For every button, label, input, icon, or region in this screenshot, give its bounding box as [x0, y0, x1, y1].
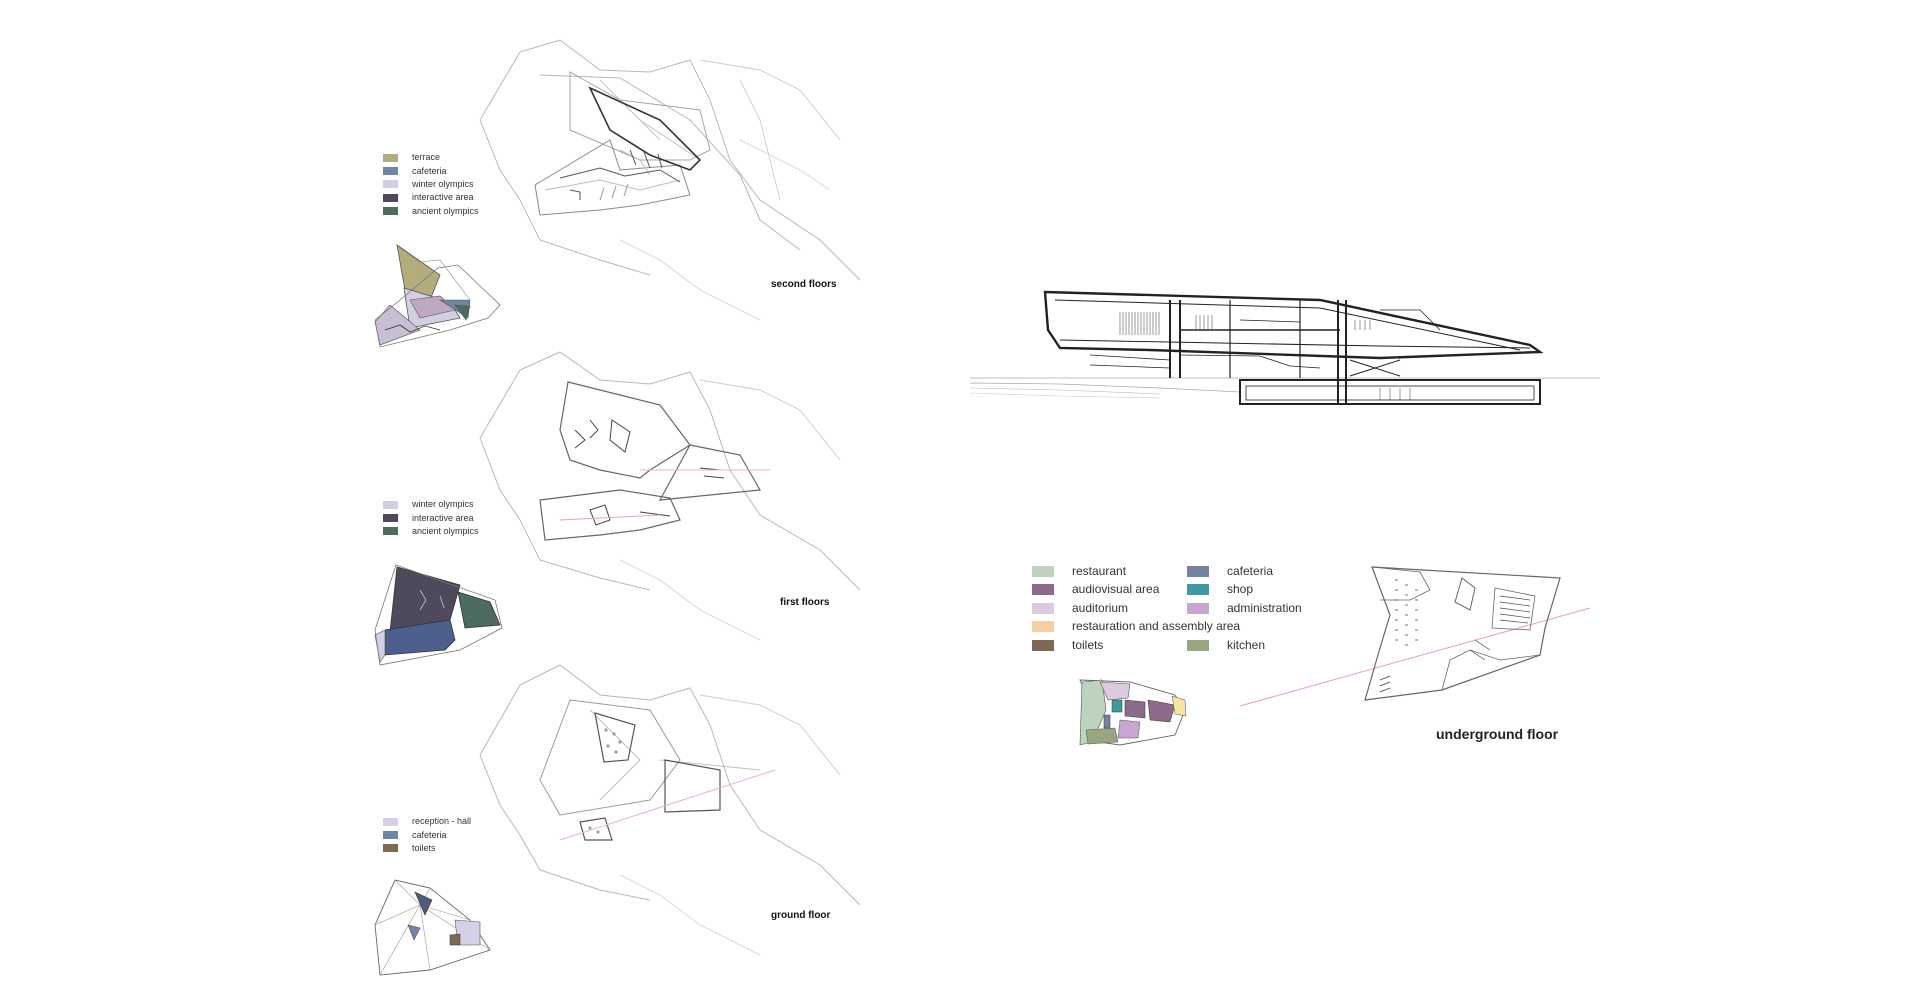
legend-item-auditorium: auditorium — [1032, 601, 1128, 615]
legend-item-restauration-assembly: restauration and assembly area — [1032, 619, 1240, 633]
legend-swatch — [383, 153, 398, 162]
legend-label: ancient olympics — [412, 205, 479, 216]
legend-item-administration: administration — [1187, 601, 1302, 615]
legend-swatch — [1187, 639, 1209, 651]
ground-floor-title: ground floor — [771, 910, 831, 921]
legend-label: restauration and assembly area — [1072, 619, 1241, 633]
first-floor-building — [539, 381, 761, 541]
legend-item-interactive-area: interactive area — [383, 511, 479, 524]
legend-swatch — [383, 831, 398, 840]
legend-swatch — [383, 207, 398, 216]
first-floor-details — [559, 419, 770, 526]
legend-item-toilets: toilets — [383, 842, 471, 855]
legend-item-restaurant: restaurant — [1032, 564, 1126, 578]
second-floor-legend: terrace cafeteria winter olympics intera… — [383, 151, 479, 218]
legend-swatch — [383, 193, 398, 202]
section-hatching — [1119, 312, 1411, 400]
legend-item-cafeteria: cafeteria — [383, 828, 471, 841]
legend-item-cafeteria: cafeteria — [1187, 564, 1273, 578]
legend-item-terrace: terrace — [383, 151, 479, 164]
legend-label: shop — [1227, 582, 1254, 596]
first-floor-site-plan — [479, 351, 861, 641]
legend-label: audiovisual area — [1072, 582, 1160, 596]
legend-item-winter-olympics: winter olympics — [383, 178, 479, 191]
underground-floor-plan — [1364, 566, 1561, 701]
legend-item-kitchen: kitchen — [1187, 638, 1265, 652]
legend-label: restaurant — [1072, 564, 1127, 578]
legend-label: cafeteria — [412, 165, 447, 176]
ground-floor-axis-line — [559, 769, 776, 841]
legend-label: kitchen — [1227, 638, 1266, 652]
legend-label: interactive area — [412, 512, 474, 523]
legend-swatch — [383, 167, 398, 176]
legend-swatch — [1187, 583, 1209, 595]
second-floor-key-plan — [374, 244, 501, 348]
underground-legend: restaurant audiovisual area auditorium r… — [1032, 564, 1332, 654]
legend-swatch — [1032, 602, 1054, 614]
legend-label: administration — [1227, 601, 1302, 615]
underground-key-plan — [1079, 679, 1187, 746]
ground-floor-details — [588, 728, 622, 834]
legend-label: interactive area — [412, 192, 474, 203]
legend-item-interactive-area: interactive area — [383, 191, 479, 204]
first-floor-legend: winter olympics interactive area ancient… — [383, 498, 479, 538]
legend-item-cafeteria: cafeteria — [383, 164, 479, 177]
legend-label: auditorium — [1072, 601, 1129, 615]
legend-swatch — [1032, 639, 1054, 651]
ground-floor-site-plan — [479, 664, 861, 956]
underground-seating — [1379, 579, 1531, 693]
second-floor-title: second floors — [771, 279, 837, 290]
legend-swatch — [383, 844, 398, 853]
first-floor-key-plan — [374, 564, 503, 666]
legend-swatch — [383, 514, 398, 523]
legend-swatch — [1187, 602, 1209, 614]
legend-item-reception-hall: reception - hall — [383, 815, 471, 828]
first-floor-title: first floors — [780, 597, 830, 608]
legend-swatch — [1187, 565, 1209, 577]
legend-label: winter olympics — [412, 178, 474, 189]
legend-swatch — [1032, 565, 1054, 577]
building-section — [969, 290, 1600, 405]
legend-swatch — [383, 527, 398, 536]
ground-floor-building — [579, 712, 721, 841]
underground-floor-title: underground floor — [1436, 726, 1559, 742]
legend-label: toilets — [412, 842, 436, 853]
legend-item-winter-olympics: winter olympics — [383, 498, 479, 511]
ground-floor-legend: reception - hall cafeteria toilets — [383, 815, 471, 855]
legend-swatch — [1032, 620, 1054, 632]
legend-swatch — [1032, 583, 1054, 595]
legend-item-audiovisual-area: audiovisual area — [1032, 582, 1159, 596]
legend-item-ancient-olympics: ancient olympics — [383, 525, 479, 538]
legend-label: ancient olympics — [412, 525, 479, 536]
legend-swatch — [383, 817, 398, 826]
legend-swatch — [383, 500, 398, 509]
legend-label: winter olympics — [412, 499, 474, 510]
underground-axis-line — [1239, 607, 1591, 707]
ground-floor-key-plan — [374, 879, 491, 976]
legend-label: reception - hall — [412, 816, 472, 827]
legend-label: terrace — [412, 152, 441, 163]
legend-label: cafeteria — [1227, 564, 1274, 578]
legend-swatch — [383, 180, 398, 189]
second-floor-details — [559, 149, 681, 201]
legend-item-toilets: toilets — [1032, 638, 1103, 652]
legend-label: toilets — [1072, 638, 1104, 652]
legend-label: cafeteria — [412, 829, 447, 840]
second-floor-building-outline — [588, 86, 702, 171]
second-floor-site-plan — [479, 39, 861, 321]
legend-item-shop: shop — [1187, 582, 1253, 596]
legend-item-ancient-olympics: ancient olympics — [383, 205, 479, 218]
